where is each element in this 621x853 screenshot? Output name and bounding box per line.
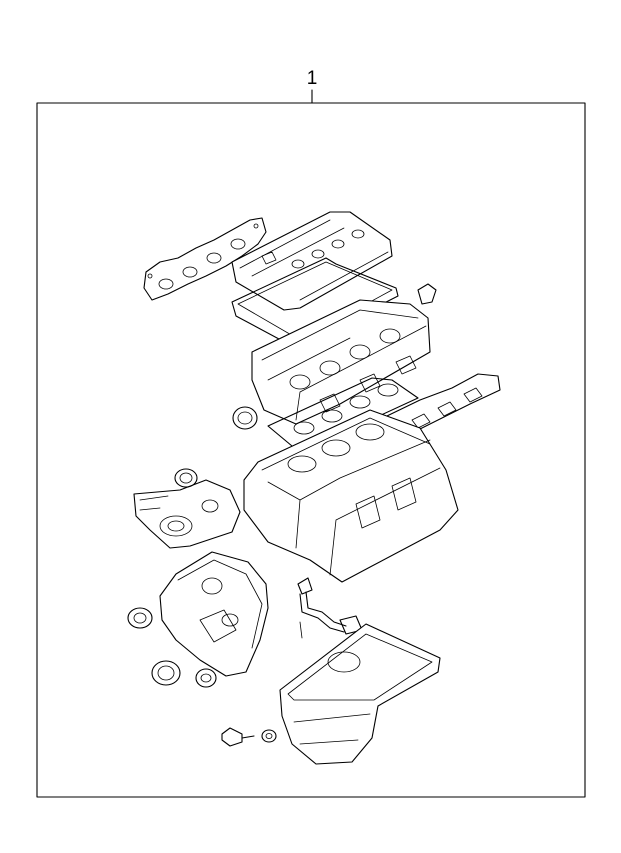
oil-drain-bolt [221,727,255,747]
gasket-kit-frame [36,102,586,798]
crankshaft-rear-seal [151,660,181,686]
camshaft-oil-seal [232,406,258,430]
cylinder-head-cover [231,211,393,311]
exhaust-manifold-gasket [143,217,267,301]
water-pump-assembly [133,479,241,549]
oil-pump-seal [195,668,217,688]
oil-pan [279,623,441,765]
cylinder-block [243,409,459,583]
head-cover-gasket-inner [237,261,393,341]
breather-seal [417,283,437,305]
cylinder-head [251,299,431,425]
oil-strainer-tube [297,577,363,639]
thermostat-gasket [174,468,198,488]
crankshaft-front-seal [127,607,153,629]
drain-plug-washer [261,729,277,743]
callout-number: 1 [306,68,318,89]
timing-cover [159,551,269,677]
head-cover-gasket [231,257,399,347]
